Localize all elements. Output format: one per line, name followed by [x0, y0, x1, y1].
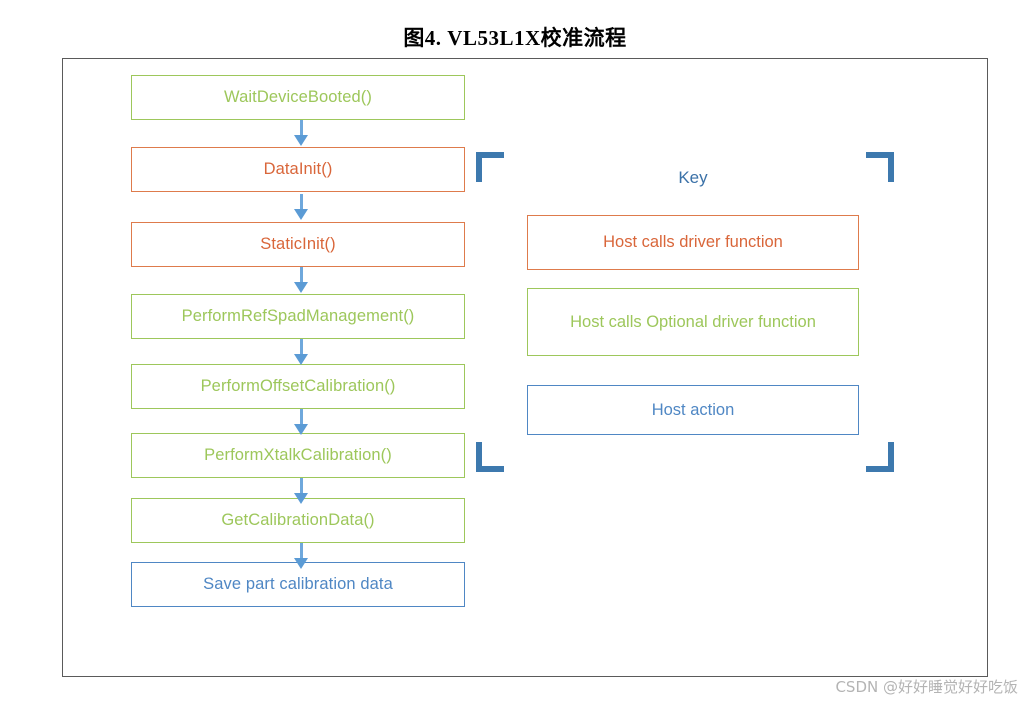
flow-step-label: DataInit() [263, 160, 333, 178]
flow-step-box[interactable]: GetCalibrationData() [131, 498, 465, 543]
key-corner-bracket-top-right [866, 152, 894, 182]
flow-arrow-icon [294, 120, 308, 146]
flow-step-label: PerformRefSpadManagement() [181, 307, 415, 325]
flow-step-box[interactable]: PerformOffsetCalibration() [131, 364, 465, 409]
flow-step-label: PerformOffsetCalibration() [200, 377, 396, 395]
flow-step-box[interactable]: DataInit() [131, 147, 465, 192]
flow-step-box[interactable]: StaticInit() [131, 222, 465, 267]
key-legend-label: Host action [651, 400, 735, 419]
key-legend-label: Host calls Optional driver function [570, 312, 816, 331]
key-legend-label: Host calls driver function [603, 233, 783, 251]
flow-arrow-icon [294, 339, 308, 365]
flow-arrow-icon [294, 478, 308, 504]
key-corner-bracket-top-left [476, 152, 504, 182]
flow-arrow-icon [294, 194, 308, 220]
key-title: Key [678, 168, 708, 187]
key-corner-bracket-bottom-left [476, 442, 504, 472]
flow-step-label: GetCalibrationData() [221, 511, 375, 529]
flow-arrow-icon [294, 267, 308, 293]
flow-step-label: PerformXtalkCalibration() [204, 446, 392, 464]
page-title: 图4. VL53L1X校准流程 [403, 26, 627, 50]
flow-step-label: StaticInit() [260, 235, 336, 253]
key-legend-box[interactable]: Host action [527, 385, 859, 435]
flow-step-box[interactable]: PerformRefSpadManagement() [131, 294, 465, 339]
key-legend-box[interactable]: Host calls Optional driver function [527, 288, 859, 356]
flow-step-box[interactable]: WaitDeviceBooted() [131, 75, 465, 120]
flow-arrow-icon [294, 543, 308, 569]
key-legend-box[interactable]: Host calls driver function [527, 215, 859, 270]
key-corner-bracket-bottom-right [866, 442, 894, 472]
flow-step-label: WaitDeviceBooted() [224, 88, 372, 106]
csdn-watermark: CSDN @好好睡觉好好吃饭 [835, 678, 1018, 696]
flow-arrow-icon [294, 409, 308, 435]
flow-step-box[interactable]: PerformXtalkCalibration() [131, 433, 465, 478]
flow-step-label: Save part calibration data [203, 575, 393, 593]
